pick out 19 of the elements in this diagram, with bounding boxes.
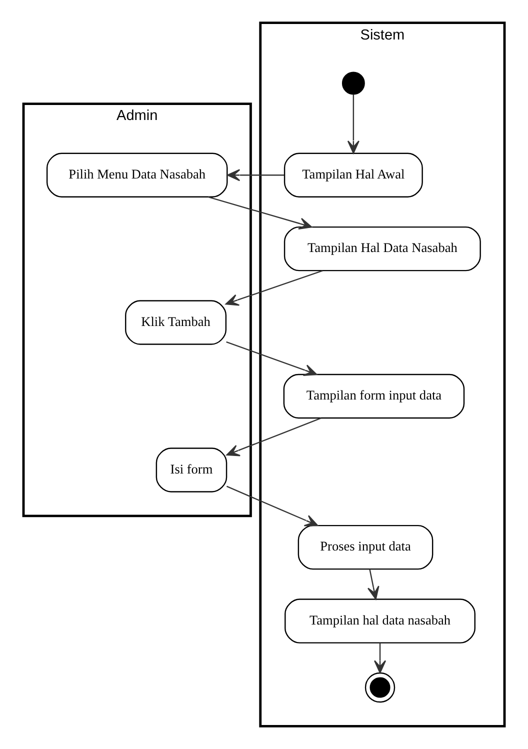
node-box: Tampilan hal data nasabah <box>284 598 476 644</box>
arrow <box>208 196 312 230</box>
arrow <box>374 642 386 674</box>
arrow <box>226 169 284 182</box>
arrow <box>347 94 360 154</box>
node-circle <box>364 672 396 703</box>
arrow <box>225 270 323 306</box>
arrow <box>226 486 318 526</box>
node-box: Tampilan Hal Data Nasabah <box>284 226 481 272</box>
arrow <box>367 569 380 600</box>
arrow <box>226 418 322 456</box>
node-box: Isi form <box>156 448 228 492</box>
arrow <box>226 341 318 376</box>
node-circle <box>342 72 365 95</box>
node-box: Tampilan form input data <box>283 374 465 419</box>
node-box: Proses input data <box>298 524 434 570</box>
node-box: Tampilan Hal Awal <box>284 152 423 198</box>
node-box: Pilih Menu Data Nasabah <box>46 152 228 198</box>
node-box: Klik Tambah <box>125 300 227 345</box>
